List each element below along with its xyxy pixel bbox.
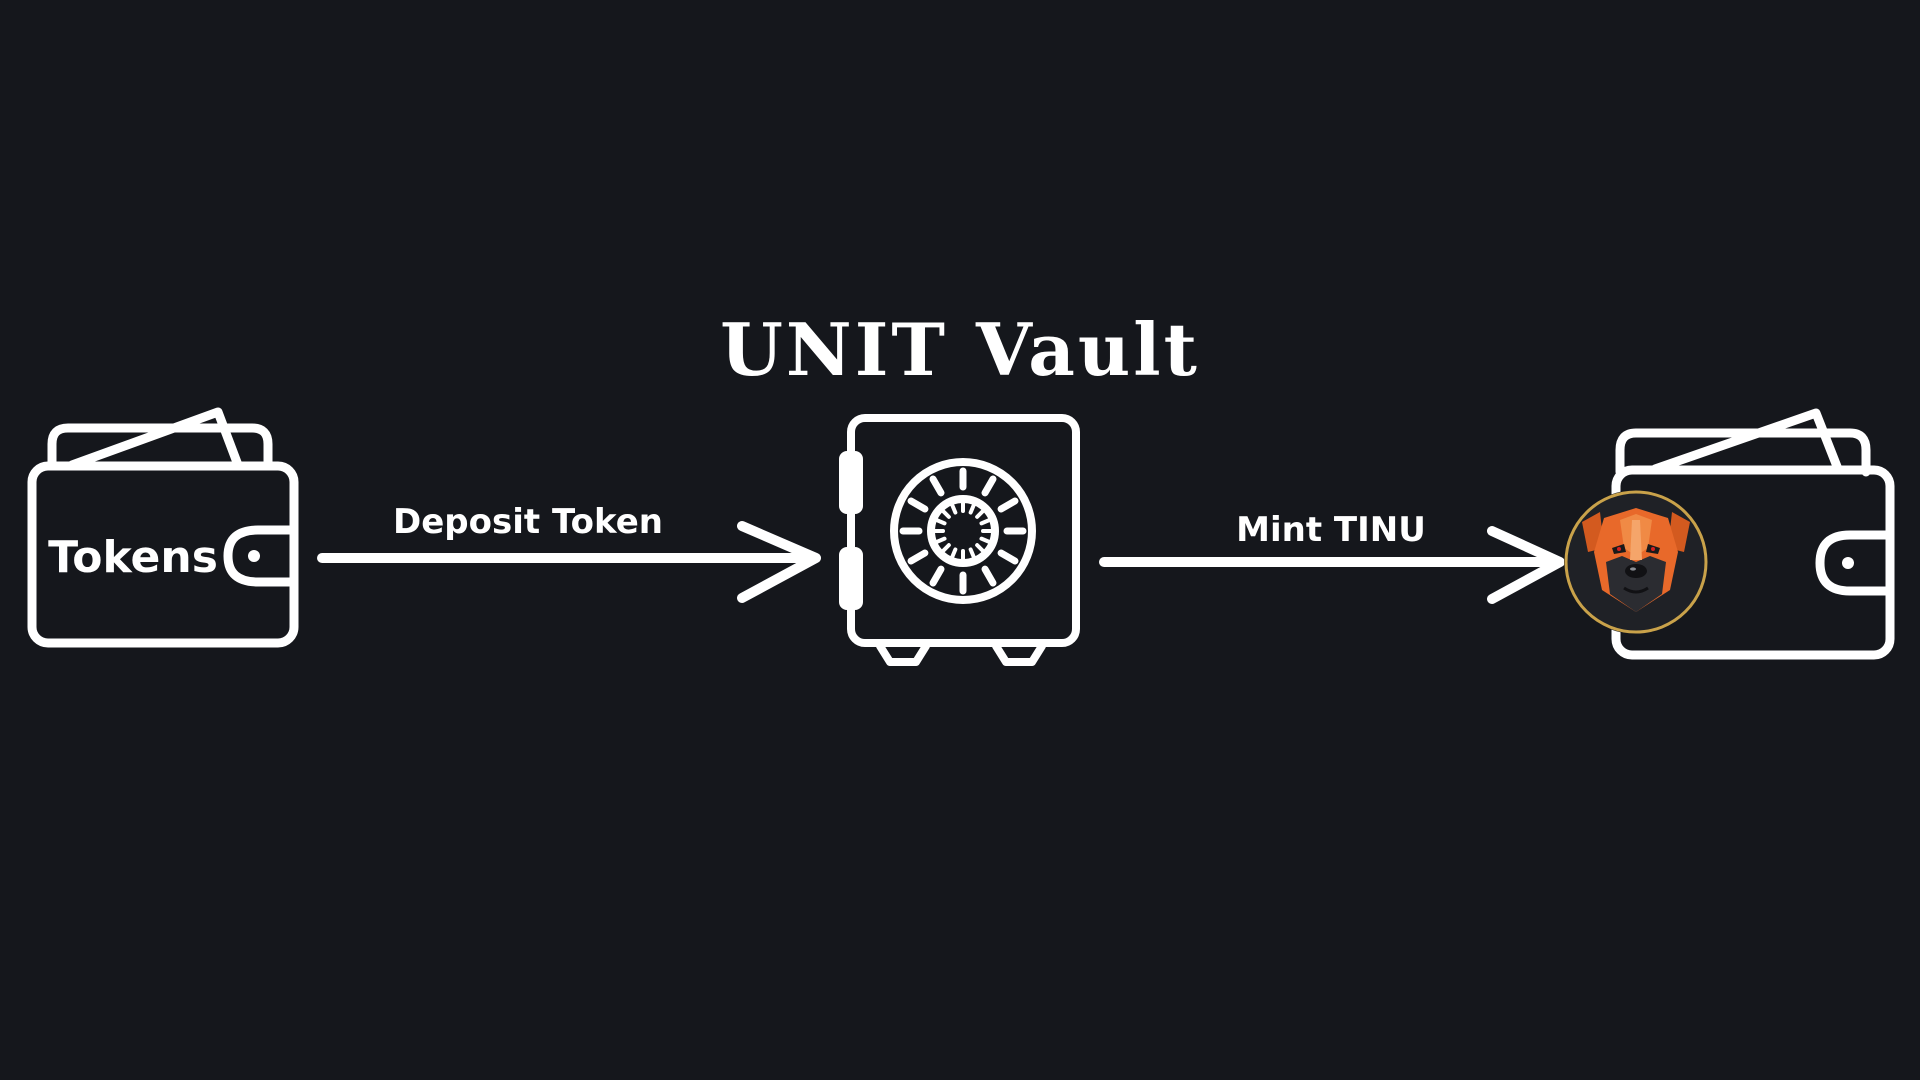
safe-dial-tick bbox=[997, 497, 1019, 513]
safe-icon bbox=[839, 414, 1080, 666]
source-wallet-label: Tokens bbox=[48, 532, 218, 583]
safe-dial-tick bbox=[907, 549, 929, 565]
diagram-title: UNIT Vault bbox=[720, 307, 1200, 392]
safe-dial-tick bbox=[997, 549, 1019, 565]
mint-arrow bbox=[1099, 526, 1565, 604]
boxer-dog-coin-icon bbox=[1564, 490, 1708, 634]
safe-dial-notch bbox=[941, 509, 951, 519]
safe-dial-notch bbox=[979, 518, 991, 526]
safe-dial-notch bbox=[935, 536, 947, 544]
safe-dial-tick bbox=[929, 565, 945, 587]
deposit-arrow bbox=[317, 521, 821, 603]
deposit-arrow-label: Deposit Token bbox=[393, 502, 663, 542]
mint-arrow-label: Mint TINU bbox=[1236, 510, 1426, 550]
safe-dial-tick bbox=[981, 475, 997, 497]
safe-dial-notch bbox=[968, 547, 976, 559]
source-wallet-icon bbox=[27, 407, 299, 648]
safe-dial-notch bbox=[975, 509, 985, 519]
safe-dial-notch bbox=[935, 518, 947, 526]
safe-dial-notch bbox=[968, 503, 976, 515]
safe-dial-notch bbox=[950, 503, 958, 515]
safe-dial-notch bbox=[975, 543, 985, 553]
safe-dial-notch bbox=[941, 543, 951, 553]
safe-dial-tick bbox=[907, 497, 929, 513]
safe-dial-notch bbox=[979, 536, 991, 544]
safe-dial-tick bbox=[929, 475, 945, 497]
safe-dial-notch bbox=[950, 547, 958, 559]
safe-dial-tick bbox=[981, 565, 997, 587]
